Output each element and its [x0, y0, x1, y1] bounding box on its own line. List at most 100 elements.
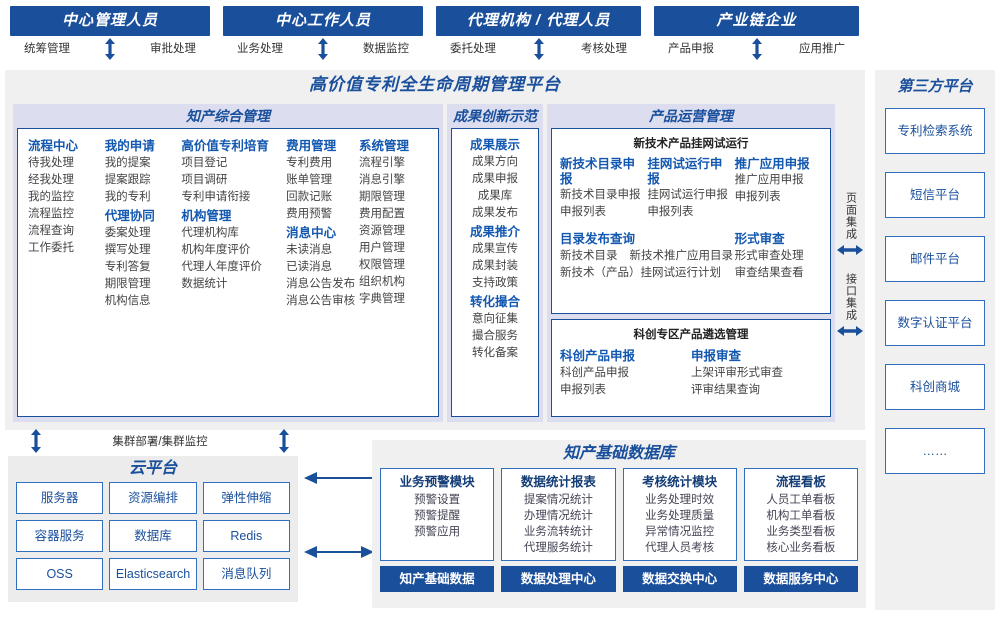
menu-item[interactable]: 新技术推广应用目录	[629, 250, 734, 262]
group-head[interactable]: 成果推介	[469, 225, 520, 239]
db-foot[interactable]: 知产基础数据	[380, 566, 495, 592]
db-card-item[interactable]: 业务处理质量	[645, 510, 715, 522]
cloud-cell-container[interactable]: 容器服务	[16, 520, 104, 552]
menu-item[interactable]: 项目登记	[181, 157, 228, 169]
menu-item[interactable]: 我的专利	[104, 191, 151, 203]
group-head[interactable]: 消息中心	[286, 226, 337, 240]
menu-item[interactable]: 权限管理	[359, 259, 406, 271]
menu-item[interactable]: 费用预警	[286, 208, 333, 220]
group-head[interactable]: 科创产品申报	[560, 349, 636, 363]
cloud-cell-database[interactable]: 数据库	[109, 520, 197, 552]
menu-item[interactable]: 意向征集	[472, 313, 518, 325]
menu-item[interactable]: 科创产品申报	[560, 367, 629, 379]
menu-item[interactable]: 组织机构	[359, 276, 406, 288]
menu-item[interactable]: 申报列表	[560, 384, 606, 396]
group-head[interactable]: 推广应用申报	[734, 157, 810, 171]
third-party-item-5[interactable]: ……	[885, 428, 985, 474]
db-card-item[interactable]: 机构工单看板	[766, 510, 836, 522]
group-head[interactable]: 形式审查	[734, 232, 785, 246]
db-card-item[interactable]: 业务处理时效	[645, 494, 715, 506]
db-card-item[interactable]: 办理情况统计	[523, 510, 593, 522]
role-block-3[interactable]: 产业链企业 产品申报 应用推广	[654, 6, 859, 60]
third-party-item-0[interactable]: 专利检索系统	[885, 108, 985, 154]
menu-item[interactable]: 专利答复	[104, 261, 151, 273]
menu-item[interactable]: 委案处理	[104, 227, 151, 239]
menu-item[interactable]: 新技术目录申报	[560, 189, 641, 201]
menu-item[interactable]: 流程查询	[28, 225, 74, 237]
db-card-item[interactable]: 异常情况监控	[645, 526, 715, 538]
menu-item[interactable]: 代理机构库	[181, 227, 239, 239]
menu-item[interactable]: 消息公告审核	[286, 295, 356, 307]
db-card-item[interactable]: 代理服务统计	[523, 542, 593, 554]
menu-item[interactable]: 成果宣传	[472, 243, 518, 255]
menu-item[interactable]: 上架评审形式审查	[691, 367, 783, 379]
menu-item[interactable]: 工作委托	[28, 242, 74, 254]
group-head[interactable]: 新技术目录申报	[560, 157, 636, 186]
menu-item[interactable]: 挂网试运行申报	[647, 189, 728, 201]
cloud-cell-orchestration[interactable]: 资源编排	[109, 482, 197, 514]
group-head[interactable]: 代理协同	[104, 209, 155, 223]
role-block-0[interactable]: 中心管理人员 统筹管理 审批处理	[10, 6, 210, 60]
menu-item[interactable]: 撰写处理	[104, 244, 151, 256]
menu-item[interactable]: 申报列表	[647, 206, 694, 218]
menu-item[interactable]: 审查结果查看	[734, 267, 804, 279]
menu-item[interactable]: 转化备案	[472, 347, 518, 359]
menu-item[interactable]: 推广应用申报	[734, 174, 804, 186]
db-card-item[interactable]: 预警提醒	[414, 510, 461, 522]
menu-item[interactable]: 代理人年度评价	[181, 261, 262, 273]
cloud-cell-redis[interactable]: Redis	[202, 520, 290, 552]
menu-item[interactable]: 期限管理	[359, 191, 406, 203]
third-party-item-4[interactable]: 科创商城	[885, 364, 985, 410]
menu-item[interactable]: 数据统计	[181, 278, 228, 290]
menu-item[interactable]: 支持政策	[472, 277, 518, 289]
cloud-cell-oss[interactable]: OSS	[16, 558, 104, 590]
group-head[interactable]: 目录发布查询	[560, 232, 636, 246]
db-card-item[interactable]: 提案情况统计	[523, 494, 593, 506]
menu-item[interactable]: 用户管理	[359, 242, 406, 254]
menu-item[interactable]: 回款记账	[286, 191, 333, 203]
db-card-item[interactable]: 预警应用	[414, 526, 461, 538]
db-card-item[interactable]: 核心业务看板	[766, 542, 836, 554]
db-card-item[interactable]: 预警设置	[414, 494, 461, 506]
menu-item[interactable]: 我的提案	[104, 157, 151, 169]
menu-item[interactable]: 我的监控	[28, 191, 74, 203]
db-card-item[interactable]: 业务类型看板	[766, 526, 836, 538]
db-card-item[interactable]: 业务流转统计	[523, 526, 593, 538]
group-head[interactable]: 挂网试运行申报	[647, 157, 723, 186]
group-head[interactable]: 系统管理	[359, 139, 410, 153]
menu-item[interactable]: 待我处理	[28, 157, 74, 169]
db-foot[interactable]: 数据服务中心	[743, 566, 858, 592]
db-card-item[interactable]: 人员工单看板	[766, 494, 836, 506]
cloud-cell-elasticsearch[interactable]: Elasticsearch	[109, 558, 197, 590]
menu-item[interactable]: 申报列表	[560, 206, 606, 218]
menu-item[interactable]: 新技术目录	[560, 250, 618, 262]
group-head[interactable]: 机构管理	[181, 209, 232, 223]
menu-item[interactable]: 成果申报	[472, 173, 518, 185]
menu-item[interactable]: 消息引擎	[359, 174, 406, 186]
menu-item[interactable]: 账单管理	[286, 174, 333, 186]
menu-item[interactable]: 成果发布	[472, 207, 518, 219]
menu-item[interactable]: 新技术（产品）挂网试运行计划	[560, 267, 721, 279]
menu-item[interactable]: 费用配置	[359, 208, 406, 220]
menu-item[interactable]: 字典管理	[359, 293, 406, 305]
third-party-item-3[interactable]: 数字认证平台	[885, 300, 985, 346]
menu-item[interactable]: 机构信息	[104, 295, 151, 307]
menu-item[interactable]: 提案跟踪	[104, 174, 151, 186]
menu-item[interactable]: 形式审查处理	[734, 250, 804, 262]
menu-item[interactable]: 流程监控	[28, 208, 74, 220]
db-card-item[interactable]: 代理人员考核	[645, 542, 715, 554]
menu-item[interactable]: 评审结果查询	[691, 384, 760, 396]
menu-item[interactable]: 申报列表	[734, 191, 781, 203]
menu-item[interactable]: 机构年度评价	[181, 244, 251, 256]
role-block-1[interactable]: 中心工作人员 业务处理 数据监控	[223, 6, 423, 60]
cloud-cell-mq[interactable]: 消息队列	[202, 558, 290, 590]
group-head[interactable]: 转化撮合	[469, 295, 520, 309]
third-party-item-1[interactable]: 短信平台	[885, 172, 985, 218]
db-foot[interactable]: 数据交换中心	[622, 566, 737, 592]
menu-item[interactable]: 期限管理	[104, 278, 151, 290]
cloud-cell-server[interactable]: 服务器	[16, 482, 104, 514]
group-head[interactable]: 我的申请	[104, 139, 155, 153]
menu-item[interactable]: 经我处理	[28, 174, 74, 186]
menu-item[interactable]: 成果封装	[472, 260, 518, 272]
menu-item[interactable]: 项目调研	[181, 174, 228, 186]
